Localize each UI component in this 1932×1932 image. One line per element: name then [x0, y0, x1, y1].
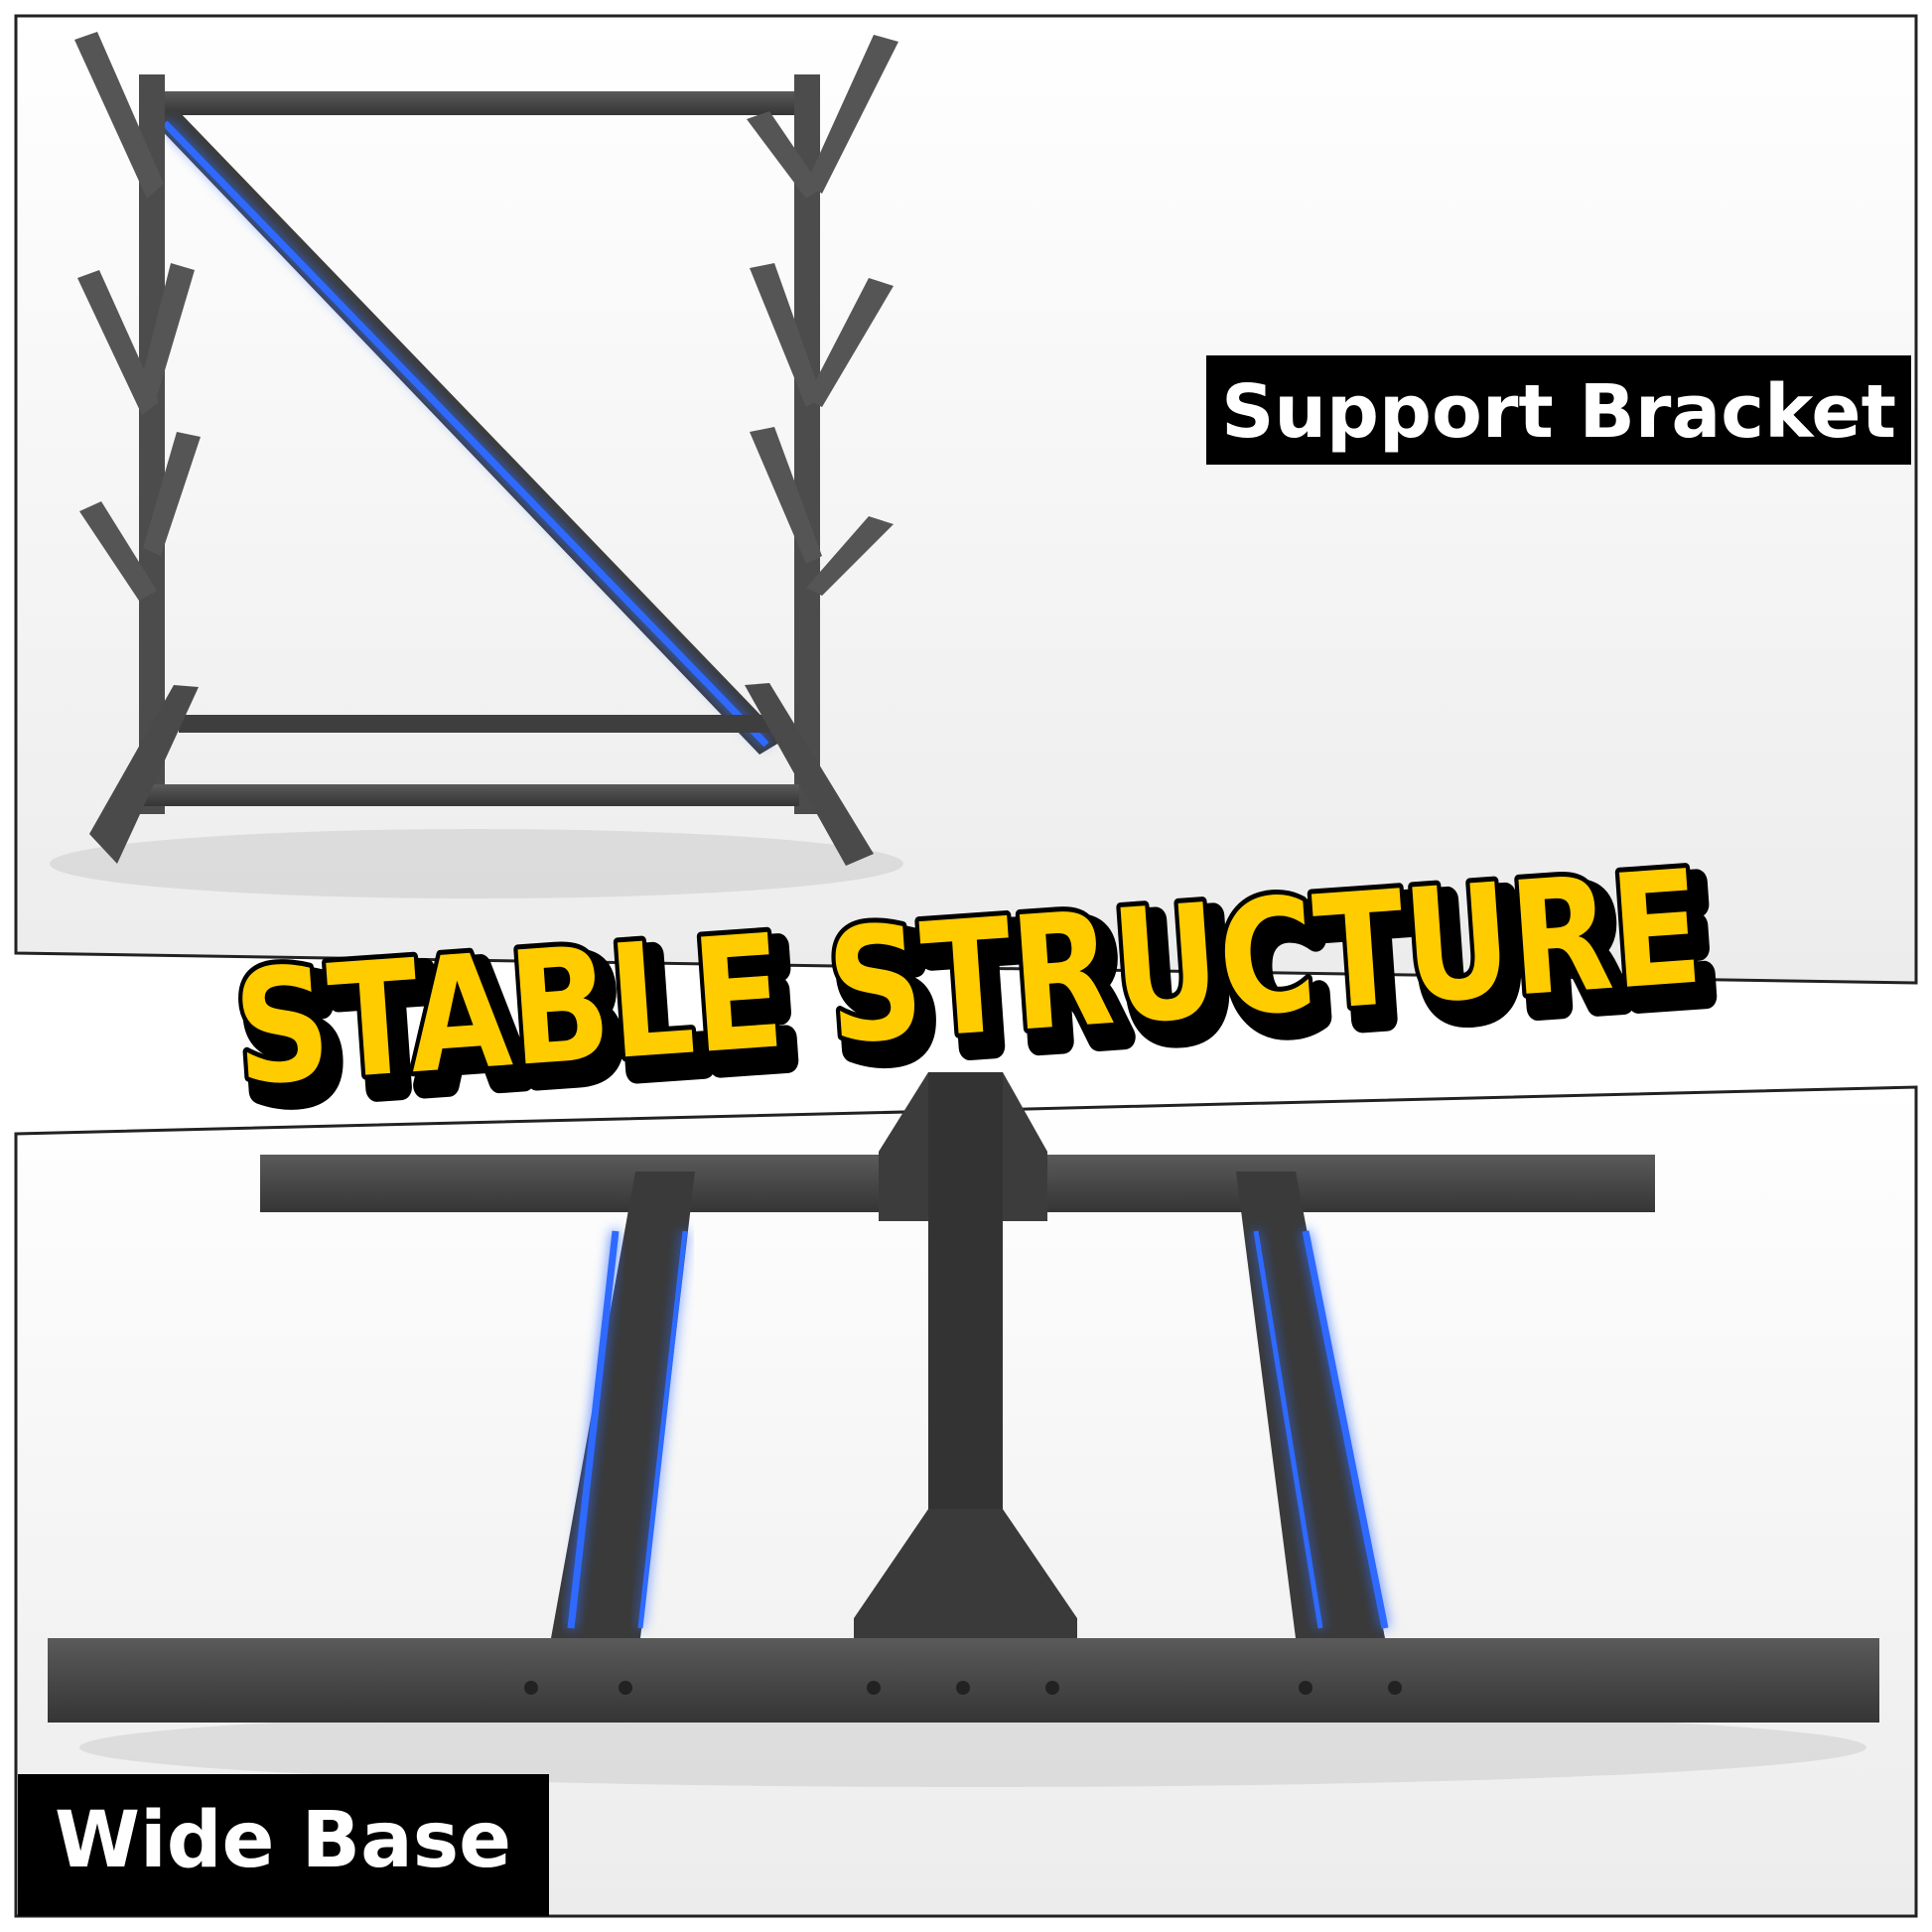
right-connecting-bar — [1236, 1172, 1385, 1638]
right-bar-highlight-1 — [1253, 1230, 1323, 1629]
front-base-bar — [48, 1638, 1879, 1723]
bottom-front-bar — [144, 784, 799, 806]
storage-rack-illustration — [50, 32, 903, 898]
left-upright — [139, 74, 165, 814]
right-arms — [747, 35, 898, 596]
left-connecting-bar — [551, 1172, 695, 1638]
wide-base-illustration — [48, 1072, 1879, 1787]
support-bracket-label: Support Bracket — [1221, 369, 1896, 455]
left-arms — [74, 32, 201, 601]
support-bracket-label-bg — [1206, 355, 1911, 465]
wide-base-label: Wide Base — [55, 1796, 511, 1885]
left-foot — [89, 685, 199, 864]
right-bar-highlight-2 — [1302, 1230, 1389, 1629]
left-bar-highlight-1 — [567, 1230, 620, 1629]
rack-shadow — [50, 829, 903, 898]
bracket-highlight — [162, 120, 769, 748]
base-shadow — [79, 1708, 1866, 1787]
bottom-rear-bar — [179, 715, 774, 733]
right-foot — [745, 683, 874, 866]
top-crossbar — [144, 91, 809, 115]
top-panel: Support Bracket — [14, 14, 1918, 985]
wide-base-label-bg — [18, 1774, 549, 1916]
top-panel-frame — [14, 14, 1918, 985]
left-bar-highlight-2 — [637, 1230, 688, 1629]
bottom-panel: Wide Base — [14, 1072, 1918, 1918]
bolts — [524, 1681, 1402, 1695]
center-upright — [928, 1072, 1003, 1588]
